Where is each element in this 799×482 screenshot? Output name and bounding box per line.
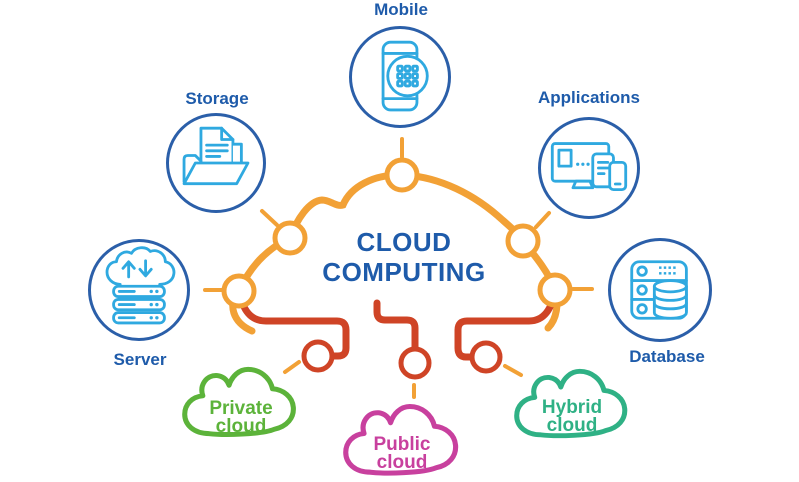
public-cloud-label: Public cloud xyxy=(373,434,431,473)
diagram-title-line1: CLOUD xyxy=(356,227,452,257)
dash-private xyxy=(283,360,301,374)
private-cloud-label-line2: cloud xyxy=(215,416,267,437)
central-cloud-bottom-left xyxy=(235,287,350,360)
diagram-title-line2: COMPUTING xyxy=(322,257,486,287)
node-label-server: Server xyxy=(113,350,167,369)
ring-node-storage-side xyxy=(272,220,308,256)
node-label-storage: Storage xyxy=(185,89,249,108)
private-cloud-label-line1: Private xyxy=(209,398,273,419)
ring-node-public xyxy=(398,346,432,380)
public-cloud-label-line1: Public xyxy=(373,434,431,455)
ring-node-mobile-side xyxy=(384,157,420,193)
cloud-server-icon xyxy=(105,246,176,325)
ring-node-private xyxy=(301,339,335,373)
node-circle-mobile xyxy=(349,26,451,128)
hybrid-cloud-label: Hybrid cloud xyxy=(541,397,603,436)
connector-dashes xyxy=(203,137,594,399)
diagram-title: CLOUD COMPUTING xyxy=(322,227,485,287)
hybrid-cloud-label-line2: cloud xyxy=(546,415,598,436)
public-cloud-label-line2: cloud xyxy=(376,452,428,473)
node-circle-storage xyxy=(166,113,266,213)
dash-hybrid xyxy=(503,364,523,377)
central-cloud-outline-top xyxy=(229,171,561,335)
node-circle-applications xyxy=(538,117,640,219)
node-circle-server xyxy=(88,239,190,341)
devices-icon xyxy=(550,142,628,192)
node-label-mobile: Mobile xyxy=(374,0,428,19)
folder-documents-icon xyxy=(182,126,250,186)
dash-storage xyxy=(260,209,279,227)
ring-node-database-side xyxy=(537,272,573,308)
node-circle-database xyxy=(608,238,712,342)
hybrid-cloud-shape xyxy=(514,368,628,439)
ring-node-applications-side xyxy=(505,223,541,259)
ring-node-server-side xyxy=(221,273,257,309)
central-cloud-bottom-center xyxy=(373,299,419,352)
node-label-applications: Applications xyxy=(537,88,641,107)
dash-applications xyxy=(534,211,551,229)
smartphone-dialpad-icon xyxy=(381,40,429,112)
node-label-database: Database xyxy=(629,347,705,366)
central-cloud-bottom-right xyxy=(454,286,559,361)
private-cloud-shape xyxy=(182,366,296,437)
private-cloud-label: Private cloud xyxy=(209,398,273,437)
hybrid-cloud-label-line1: Hybrid xyxy=(541,397,603,418)
ring-node-hybrid xyxy=(469,340,503,374)
database-rack-icon xyxy=(630,260,688,320)
cloud-ring-nodes-red xyxy=(301,339,503,380)
public-cloud-shape xyxy=(343,403,459,476)
cloud-ring-nodes-orange xyxy=(221,157,573,309)
